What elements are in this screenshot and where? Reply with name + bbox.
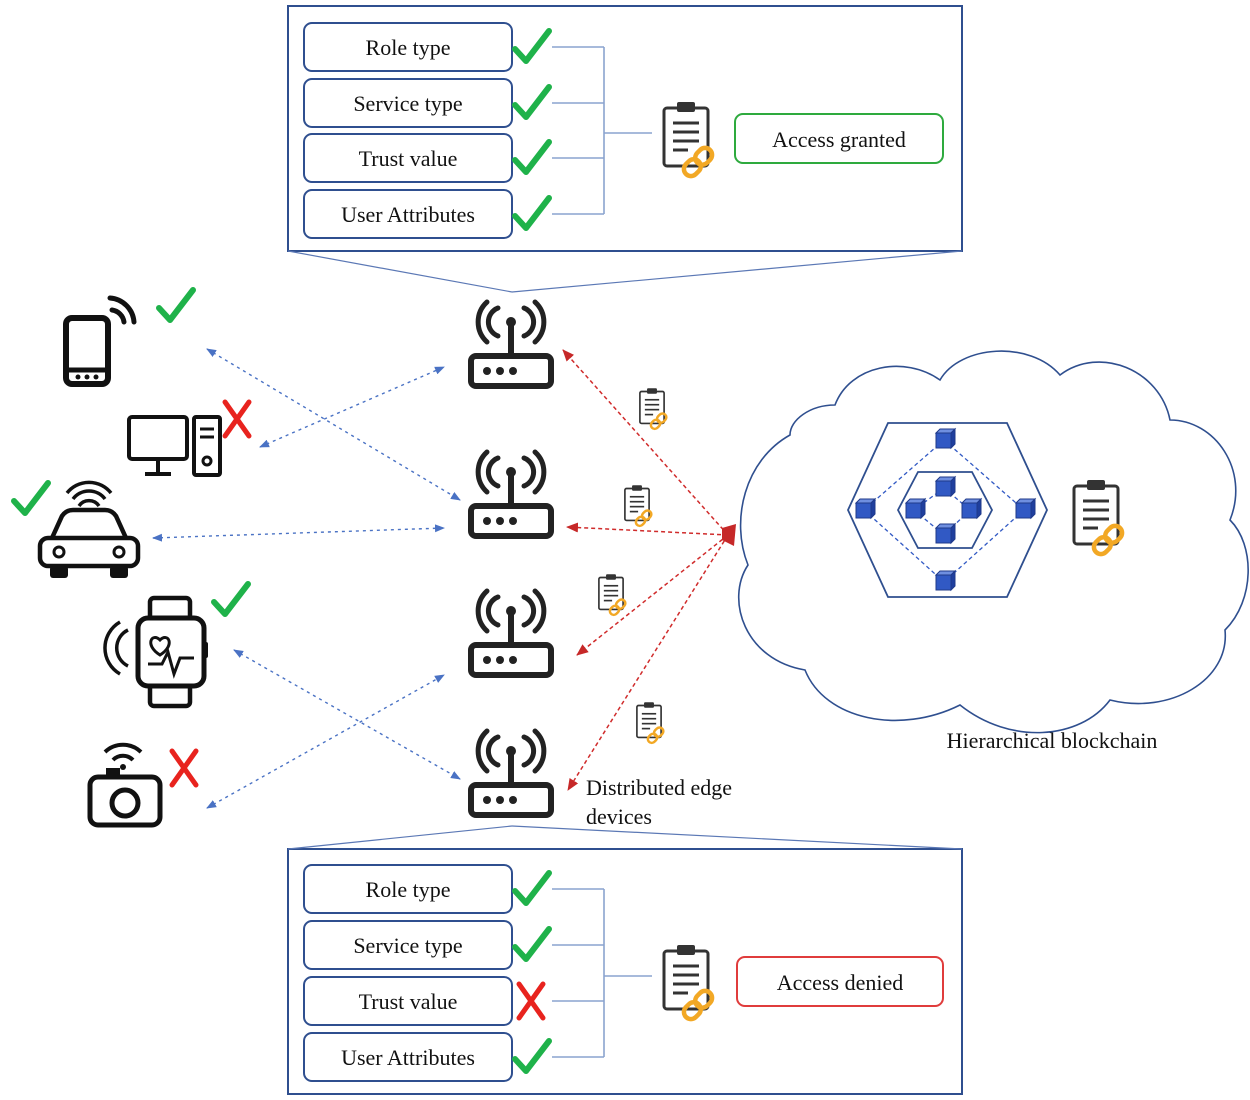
access-granted-box	[734, 113, 944, 164]
block-node-icon	[934, 522, 957, 545]
edge-devices-label-line2: devices	[586, 804, 652, 829]
smart-contract-icon	[638, 386, 670, 432]
camera-icon	[87, 742, 163, 828]
attribute-row: User Attributes	[303, 189, 549, 239]
blockchain-label: Hierarchical blockchain	[947, 728, 1158, 753]
attribute-pill	[303, 976, 513, 1026]
device-links	[152, 348, 461, 809]
attribute-pill	[303, 22, 513, 72]
block-node-icon	[934, 427, 957, 450]
attribute-row: Service type	[303, 920, 549, 970]
block-node-icon	[934, 569, 957, 592]
smart-contract-icon	[597, 572, 629, 618]
attribute-label: Trust value	[359, 989, 458, 1014]
edge-router-icon	[471, 302, 551, 386]
blockchain-links	[562, 349, 729, 791]
access-granted-label: Access granted	[772, 127, 906, 152]
attribute-pill	[303, 133, 513, 183]
attribute-row: Trust value	[303, 133, 549, 183]
block-node-icon	[904, 497, 927, 520]
smartphone-check-icon	[159, 290, 193, 320]
edge-router-icon	[471, 452, 551, 536]
attribute-label: Role type	[366, 35, 451, 60]
smart-contract-icon	[623, 483, 655, 529]
connected-car-icon	[37, 480, 141, 578]
attribute-pill	[303, 920, 513, 970]
attribute-label: Service type	[353, 933, 462, 958]
attribute-label: Service type	[353, 91, 462, 116]
smart-contract-icon	[635, 700, 667, 746]
attribute-row: Role type	[303, 22, 549, 72]
block-node-icon	[934, 475, 957, 498]
attribute-label: User Attributes	[341, 1045, 475, 1070]
access-denied-box	[736, 956, 944, 1007]
attribute-pill	[303, 864, 513, 914]
block-node-icon	[960, 497, 983, 520]
attribute-label: User Attributes	[341, 202, 475, 227]
smartphone-icon	[63, 295, 137, 387]
access-denied-label: Access denied	[777, 970, 903, 995]
blockchain-nodes	[854, 427, 1037, 592]
attribute-row: User Attributes	[303, 1032, 549, 1082]
smartwatch-icon	[103, 595, 208, 709]
desktop-cross-icon	[225, 402, 249, 436]
block-node-icon	[1014, 497, 1037, 520]
attribute-pill	[303, 1032, 513, 1082]
edge-devices-label-line1: Distributed edge	[586, 775, 732, 800]
attribute-pill	[303, 189, 513, 239]
callout-lines	[287, 250, 963, 850]
attribute-row: Role type	[303, 864, 549, 914]
car-check-icon	[14, 483, 48, 513]
attribute-label: Trust value	[359, 146, 458, 171]
attribute-label: Role type	[366, 877, 451, 902]
attribute-row: Trust value	[303, 976, 543, 1026]
desktop-computer-icon	[127, 415, 222, 477]
attribute-row: Service type	[303, 78, 549, 128]
cloud-anchor	[722, 524, 736, 546]
edge-router-icon	[471, 591, 551, 675]
smartwatch-check-icon	[214, 584, 248, 614]
edge-router-icon	[471, 731, 551, 815]
blockchain-cloud: Hierarchical blockchain	[738, 350, 1249, 753]
block-node-icon	[854, 497, 877, 520]
attribute-pill	[303, 78, 513, 128]
camera-cross-icon	[172, 751, 196, 785]
